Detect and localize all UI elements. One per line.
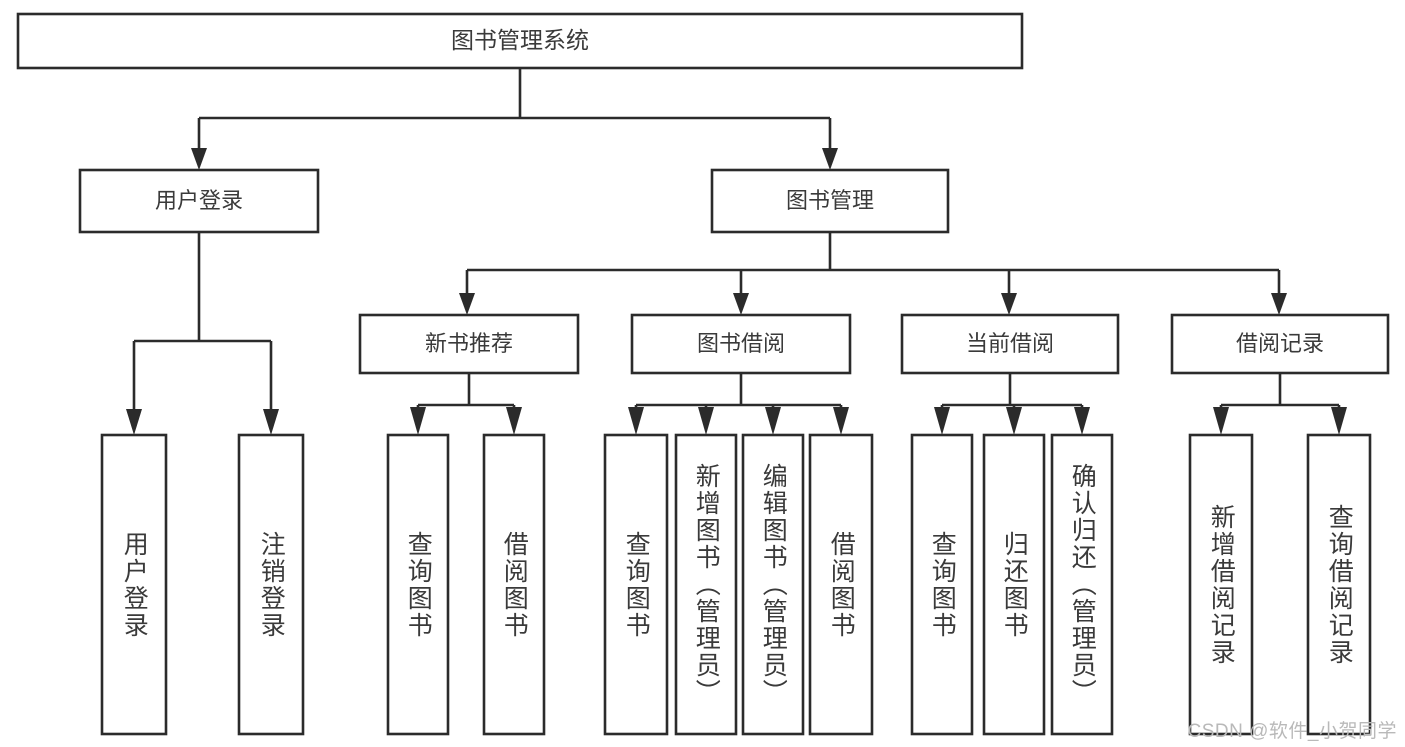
node-user-login-label: 用户登录 (155, 188, 243, 213)
node-book-borrow-box[interactable] (630, 313, 852, 375)
arrow-to-leaf-user-login (126, 409, 142, 435)
arrow-to-leaf-edit-book-admin (765, 407, 781, 435)
leaf-query-book-1-box[interactable] (386, 433, 450, 736)
arrow-to-leaf-query-book-2 (628, 407, 644, 435)
node-new-book-recommend-box[interactable] (358, 313, 580, 375)
leaf-return-book-box[interactable] (982, 433, 1046, 736)
arrow-to-leaf-return-book (1006, 407, 1022, 435)
leaf-borrow-book-2-box[interactable] (808, 433, 874, 736)
connector-group-new-book-recommend (410, 373, 522, 435)
node-current-borrow-label: 当前借阅 (966, 331, 1054, 356)
node-root-box[interactable] (16, 12, 1024, 70)
node-user-login-box[interactable] (78, 168, 320, 234)
arrow-to-leaf-logout (263, 409, 279, 435)
node-current-borrow-box[interactable] (900, 313, 1120, 375)
leaf-query-book-3-box[interactable] (910, 433, 974, 736)
leaf-edit-book-admin-box[interactable] (741, 433, 805, 736)
connector-group-current-borrow (934, 373, 1090, 435)
leaf-confirm-return-admin-box[interactable] (1050, 433, 1114, 736)
node-book-borrow[interactable]: 图书借阅 (630, 313, 852, 375)
connector-book-borrow-trunk (634, 373, 843, 413)
node-new-book-recommend[interactable]: 新书推荐 (358, 313, 580, 375)
arrow-to-leaf-add-record (1213, 407, 1229, 435)
connector-borrow-record-trunk (1219, 373, 1341, 413)
leaf-add-record-box[interactable] (1188, 433, 1254, 736)
connector-group-user-login (126, 232, 279, 435)
arrow-to-book-manage (822, 148, 838, 170)
connector-group-root (191, 68, 838, 170)
node-book-borrow-label: 图书借阅 (697, 331, 785, 356)
leaf-user-login-box[interactable] (100, 433, 168, 736)
node-book-manage[interactable]: 图书管理 (710, 168, 950, 234)
connector-group-borrow-record (1213, 373, 1347, 435)
node-root-label: 图书管理系统 (451, 27, 589, 53)
leaf-boxes (100, 433, 1372, 736)
arrow-to-leaf-query-book-3 (934, 407, 950, 435)
leaf-query-record-box[interactable] (1306, 433, 1372, 736)
arrow-to-book-borrow (733, 293, 749, 315)
connector-new-book-recommend-trunk (416, 373, 516, 413)
connector-book-manage-trunk (465, 232, 1281, 297)
node-user-login[interactable]: 用户登录 (78, 168, 320, 234)
node-borrow-record-label: 借阅记录 (1236, 331, 1324, 356)
leaf-logout-box[interactable] (237, 433, 305, 736)
node-new-book-recommend-label: 新书推荐 (425, 331, 513, 356)
node-root[interactable]: 图书管理系统 (16, 12, 1024, 70)
connector-root-trunk (197, 68, 832, 152)
leaf-add-book-admin-box[interactable] (674, 433, 738, 736)
node-current-borrow[interactable]: 当前借阅 (900, 313, 1120, 375)
arrow-to-leaf-add-book-admin (698, 407, 714, 435)
node-borrow-record[interactable]: 借阅记录 (1170, 313, 1390, 375)
connector-group-book-manage (459, 232, 1287, 315)
watermark-text: CSDN @软件_小贺同学 (1187, 721, 1397, 742)
arrow-to-leaf-query-book-1 (410, 407, 426, 435)
leaf-query-book-2-box[interactable] (603, 433, 669, 736)
node-book-manage-label: 图书管理 (786, 188, 874, 213)
arrow-to-current-borrow (1001, 293, 1017, 315)
arrow-to-leaf-borrow-book-2 (833, 407, 849, 435)
arrow-to-leaf-borrow-book-1 (506, 407, 522, 435)
arrow-to-new-book-recommend (459, 293, 475, 315)
arrow-to-user-login (191, 148, 207, 170)
arrow-to-leaf-confirm-return-admin (1074, 407, 1090, 435)
node-book-manage-box[interactable] (710, 168, 950, 234)
node-borrow-record-box[interactable] (1170, 313, 1390, 375)
connector-group-book-borrow (628, 373, 849, 435)
arrow-to-leaf-query-record (1331, 407, 1347, 435)
arrow-to-borrow-record (1271, 293, 1287, 315)
leaf-borrow-book-1-box[interactable] (482, 433, 546, 736)
connector-user-login-trunk (132, 232, 273, 413)
